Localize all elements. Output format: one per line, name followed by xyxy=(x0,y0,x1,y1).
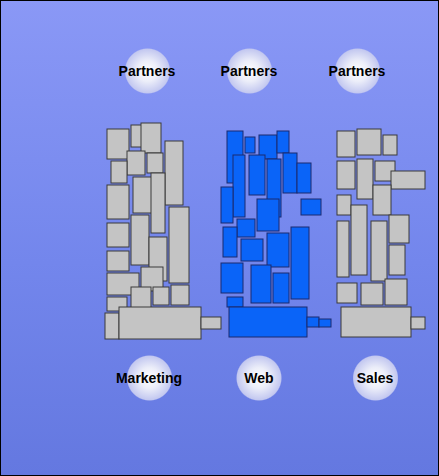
block xyxy=(233,155,245,217)
block xyxy=(223,227,237,257)
block xyxy=(277,131,289,153)
block xyxy=(337,195,351,215)
block xyxy=(107,129,129,159)
block xyxy=(337,283,357,303)
block xyxy=(371,221,387,281)
block xyxy=(131,215,149,265)
block xyxy=(357,129,381,155)
block xyxy=(251,265,271,303)
block xyxy=(241,239,263,261)
block xyxy=(227,297,243,307)
block xyxy=(107,251,129,271)
block xyxy=(337,221,349,277)
block xyxy=(357,159,373,199)
node-label: Partners xyxy=(329,63,386,79)
block xyxy=(373,185,391,215)
bubble-node: Sales xyxy=(352,355,399,401)
block xyxy=(107,185,129,219)
block xyxy=(151,173,165,233)
block xyxy=(111,161,127,183)
block xyxy=(141,123,161,153)
block xyxy=(351,205,367,275)
block xyxy=(127,151,145,175)
block xyxy=(385,279,407,305)
block xyxy=(389,215,409,243)
block xyxy=(361,283,383,305)
node-label: Sales xyxy=(357,370,394,386)
bubble-node: Partners xyxy=(114,48,181,94)
block xyxy=(131,287,151,309)
bubble-node: Web xyxy=(236,355,282,401)
block xyxy=(221,263,243,293)
block xyxy=(171,285,189,305)
block xyxy=(165,141,183,205)
block xyxy=(249,155,265,195)
gray-block-column xyxy=(105,123,221,339)
block xyxy=(201,317,221,329)
gray-block-column xyxy=(337,129,425,337)
blue-block-column xyxy=(221,131,331,337)
block xyxy=(383,135,397,155)
block xyxy=(169,207,189,283)
block xyxy=(105,313,119,339)
node-label: Partners xyxy=(221,63,278,79)
node-label: Partners xyxy=(119,63,176,79)
block xyxy=(245,137,255,153)
bubble-node: Marketing xyxy=(111,355,188,401)
block xyxy=(267,233,289,267)
node-label: Web xyxy=(244,370,273,386)
block xyxy=(337,131,355,157)
bubble-node: Partners xyxy=(324,48,391,94)
block xyxy=(107,223,129,247)
block xyxy=(119,307,201,339)
block xyxy=(297,163,311,193)
block xyxy=(283,153,297,193)
block xyxy=(273,273,289,303)
block xyxy=(307,317,319,327)
node-label: Marketing xyxy=(116,370,182,386)
block xyxy=(221,187,233,223)
block xyxy=(147,153,163,173)
block xyxy=(229,307,307,337)
block xyxy=(391,171,425,189)
block xyxy=(319,319,331,327)
block xyxy=(301,199,321,215)
block xyxy=(337,161,355,189)
block xyxy=(257,199,279,231)
block xyxy=(237,219,255,237)
block xyxy=(153,287,169,305)
bubble-node: Partners xyxy=(216,48,283,94)
block xyxy=(341,307,411,337)
block xyxy=(389,245,405,275)
block xyxy=(291,227,309,299)
block xyxy=(411,317,425,329)
